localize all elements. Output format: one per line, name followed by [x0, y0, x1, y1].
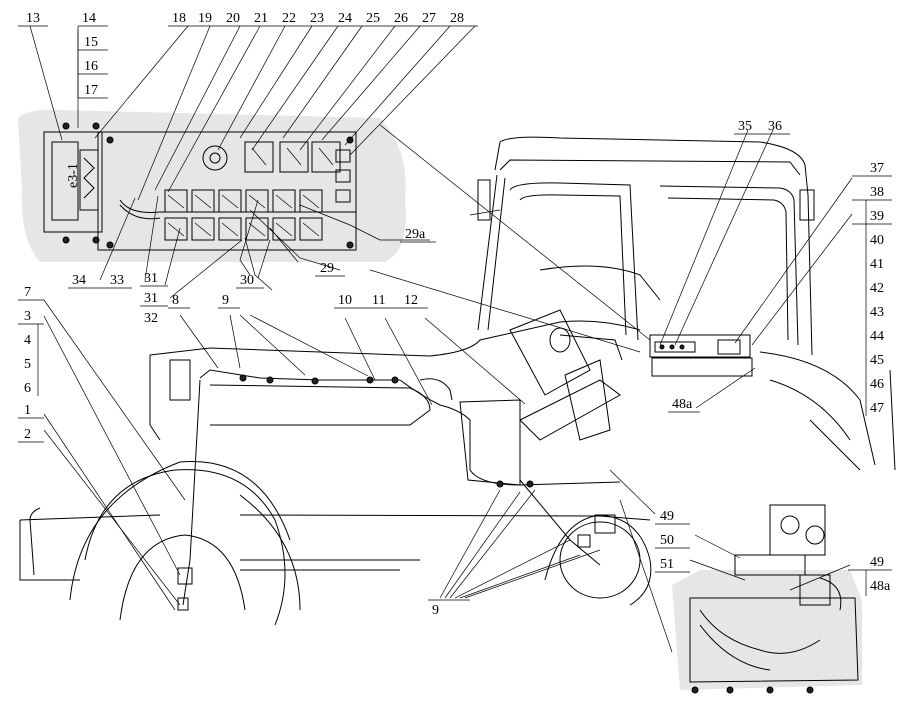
callout-3: 3 — [24, 309, 31, 324]
callout-20: 20 — [226, 11, 240, 26]
callout-4: 4 — [24, 333, 31, 348]
callout-8: 8 — [172, 293, 179, 308]
callout-22: 22 — [282, 11, 296, 26]
rear-fender-right — [759, 351, 896, 471]
callout-30: 30 — [240, 273, 254, 288]
callout-9-bottom: 9 — [432, 603, 439, 618]
callout-14: 14 — [82, 11, 96, 26]
leader-lines — [29, 25, 853, 653]
callout-53: 51 — [660, 557, 674, 572]
gearbox-detail — [689, 504, 859, 694]
callout-33: 32 — [144, 311, 158, 326]
callout-31: 31 — [144, 271, 158, 286]
callout-2: 2 — [24, 427, 31, 442]
callout-24: 24 — [338, 11, 352, 26]
callout-17: 17 — [84, 83, 98, 98]
callout-13: 13 — [26, 11, 40, 26]
callout-40: 39 — [870, 209, 884, 224]
callout-36: 35 — [738, 119, 752, 134]
callout-45: 44 — [870, 329, 884, 344]
callout-48: 47 — [870, 401, 884, 416]
callout-27: 27 — [422, 11, 436, 26]
callout-35: 34 — [72, 273, 86, 288]
callout-52: 50 — [660, 533, 674, 548]
callout-labels: 13 14 15 16 17 18 19 20 21 22 23 24 25 2… — [18, 11, 892, 618]
relay-panel-board — [97, 131, 357, 251]
callout-25: 25 — [366, 11, 380, 26]
callout-39: 38 — [870, 185, 884, 200]
callout-29: 29 — [320, 261, 334, 276]
callout-44: 43 — [870, 305, 884, 320]
callout-10: 10 — [338, 293, 352, 308]
callout-11: 11 — [372, 293, 385, 308]
tractor-cab — [469, 136, 815, 356]
callout-34: 33 — [110, 273, 124, 288]
callout-6: 6 — [24, 381, 31, 396]
callout-48a: 48a — [672, 397, 693, 412]
callout-5: 5 — [24, 357, 31, 372]
callout-28: 28 — [450, 11, 464, 26]
callout-43: 42 — [870, 281, 884, 296]
callout-51: 49 — [660, 509, 674, 524]
callout-15: 15 — [84, 35, 98, 50]
rear-panel-controls — [649, 334, 753, 377]
callout-26: 26 — [394, 11, 408, 26]
callout-49: 49 — [870, 555, 884, 570]
tractor-body — [19, 265, 661, 581]
callout-46: 45 — [870, 353, 884, 368]
callout-47: 46 — [870, 377, 884, 392]
callout-37: 36 — [768, 119, 782, 134]
callout-42: 41 — [870, 257, 884, 272]
callout-12: 12 — [404, 293, 418, 308]
callout-29a: 29a — [405, 227, 426, 242]
callout-41: 40 — [870, 233, 884, 248]
wiring-harness — [177, 369, 621, 611]
callout-7: 7 — [24, 285, 31, 300]
callout-1: 1 — [24, 403, 31, 418]
callout-21: 21 — [254, 11, 268, 26]
callout-19: 19 — [198, 11, 212, 26]
callout-9-top: 9 — [222, 293, 229, 308]
inset-panel-background — [18, 109, 406, 263]
callout-18: 18 — [172, 11, 186, 26]
callout-23: 23 — [310, 11, 324, 26]
fuse-block-label: е3-1 — [66, 163, 81, 188]
callout-38: 37 — [870, 161, 884, 176]
steering-column — [509, 309, 623, 441]
fuse-block-left: е3-1 — [43, 122, 103, 244]
callout-32: 31 — [144, 291, 158, 306]
callout-50: 48a — [870, 579, 891, 594]
inset-gearbox-background — [672, 570, 862, 690]
front-wheel — [69, 460, 301, 626]
callout-16: 16 — [84, 59, 98, 74]
